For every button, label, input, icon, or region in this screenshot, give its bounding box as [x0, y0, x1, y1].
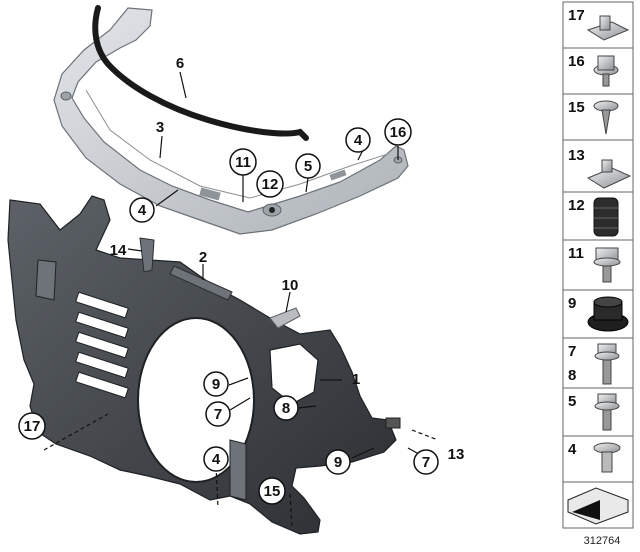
svg-text:13: 13	[568, 147, 585, 164]
svg-text:11: 11	[568, 245, 584, 262]
callout-2: 2	[199, 249, 207, 266]
callout-1: 1	[352, 371, 360, 388]
svg-text:5: 5	[568, 393, 576, 410]
svg-text:4: 4	[212, 451, 221, 468]
callout-7-a: 7	[205, 401, 231, 427]
svg-text:17: 17	[24, 418, 41, 435]
bolt-icon	[593, 247, 621, 283]
guide-2	[169, 265, 233, 301]
svg-text:5: 5	[304, 158, 312, 175]
svg-text:11: 11	[235, 154, 251, 171]
flange-bolt-icon	[593, 55, 619, 87]
hex-bolt-icon	[594, 343, 620, 385]
screw-icon	[593, 100, 619, 135]
callout-15: 15	[258, 477, 286, 505]
svg-text:16: 16	[390, 124, 407, 141]
svg-text:4: 4	[568, 441, 577, 458]
svg-text:17: 17	[568, 7, 585, 24]
upper-carrier	[53, 7, 409, 235]
clip-13	[385, 417, 401, 429]
callout-4-b: 4	[129, 197, 155, 223]
nut-12-on-carrier	[269, 207, 275, 213]
callout-17: 17	[18, 412, 46, 440]
callout-7-b: 7	[413, 449, 439, 475]
svg-text:4: 4	[138, 202, 147, 219]
svg-text:12: 12	[262, 176, 279, 193]
hex-bolt-icon	[594, 393, 620, 431]
front-end-carrier	[7, 195, 397, 535]
svg-text:12: 12	[568, 197, 585, 214]
callout-4-a: 4	[345, 127, 371, 153]
speed-nut-icon	[586, 159, 632, 189]
direction-arrow-icon	[567, 487, 629, 525]
leader-lines	[43, 413, 439, 529]
rubber-buffer-icon	[593, 197, 619, 237]
callout-5: 5	[295, 153, 321, 179]
expanding-rivet-icon	[593, 442, 621, 473]
callout-9-a: 9	[203, 371, 229, 397]
svg-text:9: 9	[334, 454, 342, 471]
svg-text:8: 8	[282, 400, 290, 417]
callout-11: 11	[229, 148, 257, 176]
svg-text:9: 9	[568, 295, 576, 312]
callout-10: 10	[282, 277, 299, 294]
catalog-number: 312764	[584, 535, 621, 547]
svg-text:7: 7	[422, 454, 430, 471]
callout-6: 6	[176, 55, 184, 72]
callout-4-c: 4	[203, 446, 229, 472]
svg-text:16: 16	[568, 53, 585, 70]
svg-text:15: 15	[568, 99, 585, 116]
svg-text:7: 7	[568, 343, 576, 360]
svg-text:9: 9	[212, 376, 220, 393]
hood-seal	[92, 5, 309, 141]
callouts: 6 3 4 11 12 5 4 16 4 14 2 10 1 9 7 8 17 …	[18, 55, 465, 505]
callout-9-b: 9	[325, 449, 351, 475]
callout-12: 12	[256, 170, 284, 198]
callout-3: 3	[156, 119, 164, 136]
rubber-grommet-icon	[587, 296, 629, 332]
callout-14: 14	[110, 242, 127, 259]
callout-13: 13	[448, 446, 465, 463]
callout-8: 8	[273, 395, 299, 421]
callout-16: 16	[384, 118, 412, 146]
svg-text:15: 15	[264, 483, 281, 500]
svg-text:8: 8	[568, 367, 576, 384]
bracket-10	[269, 307, 301, 329]
fastener-legend: 17 16 15 13 12 11 9 7 8 5	[562, 1, 634, 529]
svg-text:7: 7	[214, 406, 222, 423]
clip-nut-icon	[586, 15, 630, 41]
svg-text:4: 4	[354, 132, 363, 149]
bracket-14	[139, 237, 155, 273]
